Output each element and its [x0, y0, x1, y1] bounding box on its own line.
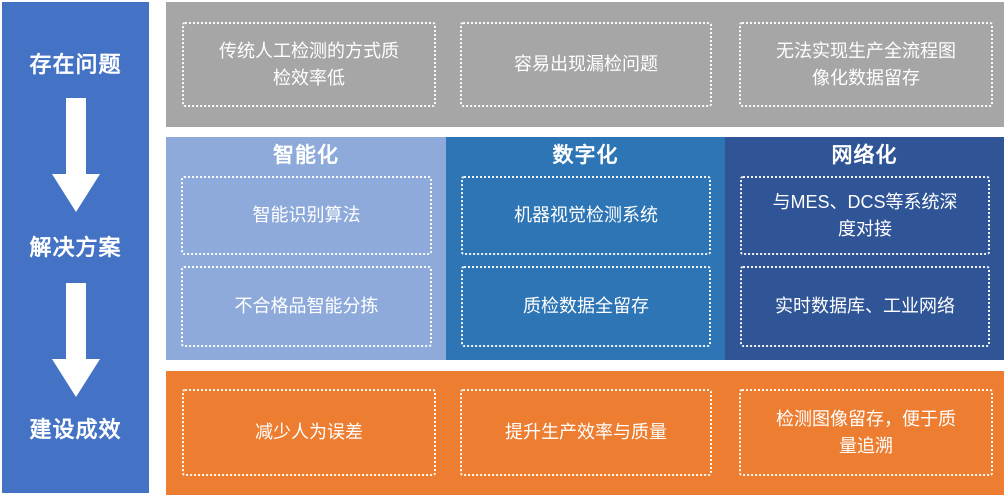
problems-band: 传统人工检测的方式质 检效率低 容易出现漏检问题 无法实现生产全流程图 像化数据… [166, 2, 1004, 127]
stage-label-solutions: 解决方案 [29, 235, 122, 260]
column-header: 智能化 [273, 144, 339, 167]
down-arrow-icon [51, 98, 100, 212]
stage-label-results: 建设成效 [29, 417, 122, 442]
stage-sidebar: 存在问题 解决方案 建设成效 [2, 2, 149, 493]
solution-box: 机器视觉检测系统 [461, 176, 711, 255]
result-box: 提升生产效率与质量 [460, 389, 712, 476]
arrow-head [51, 174, 100, 212]
result-box: 减少人为误差 [182, 389, 436, 476]
solution-box: 实时数据库、工业网络 [740, 266, 990, 347]
arrow-head [51, 359, 100, 397]
solution-column-digital: 数字化 机器视觉检测系统 质检数据全留存 [446, 137, 725, 360]
stage-label-problems: 存在问题 [29, 52, 122, 77]
results-band: 减少人为误差 提升生产效率与质量 检测图像留存，便于质 量追溯 [166, 371, 1004, 495]
problem-box: 无法实现生产全流程图 像化数据留存 [739, 22, 993, 107]
result-box: 检测图像留存，便于质 量追溯 [739, 389, 993, 476]
solution-column-intelligent: 智能化 智能识别算法 不合格品智能分拣 [166, 137, 446, 360]
arrow-shaft [65, 283, 86, 359]
problem-box: 传统人工检测的方式质 检效率低 [182, 22, 436, 107]
column-header: 网络化 [831, 144, 898, 167]
problem-box: 容易出现漏检问题 [460, 22, 712, 107]
solution-box: 不合格品智能分拣 [181, 266, 432, 347]
solution-box: 质检数据全留存 [461, 266, 711, 347]
arrow-shaft [65, 98, 86, 174]
solution-column-networked: 网络化 与MES、DCS等系统深 度对接 实时数据库、工业网络 [725, 137, 1004, 360]
column-header: 数字化 [552, 144, 619, 167]
solution-box: 与MES、DCS等系统深 度对接 [740, 176, 990, 255]
solutions-band: 智能化 智能识别算法 不合格品智能分拣 数字化 机器视觉检测系统 质检数据全留存… [166, 137, 1004, 360]
solution-box: 智能识别算法 [181, 176, 432, 255]
down-arrow-icon [51, 283, 100, 397]
